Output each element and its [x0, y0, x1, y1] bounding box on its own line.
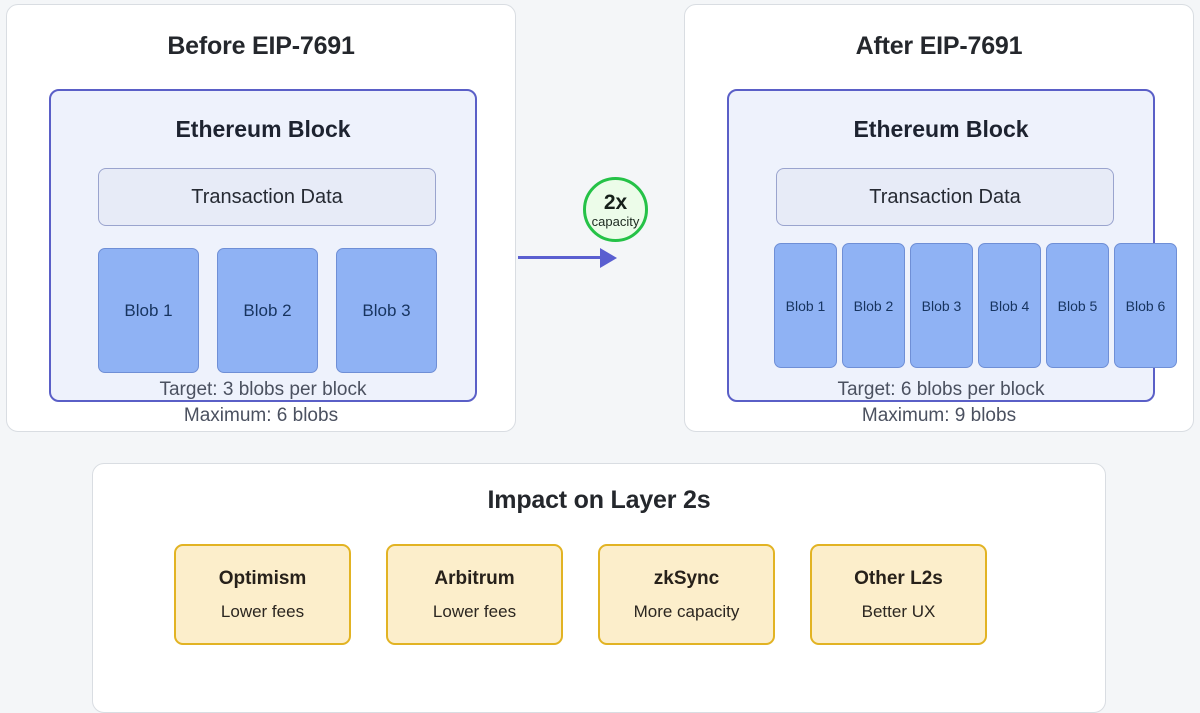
l2-card-optimism[interactable]: Optimism Lower fees: [174, 544, 351, 645]
before-blob-2: Blob 2: [217, 248, 318, 373]
impact-panel: Impact on Layer 2s Optimism Lower fees A…: [92, 463, 1106, 713]
before-blob-3: Blob 3: [336, 248, 437, 373]
after-blob-6: Blob 6: [1114, 243, 1177, 368]
before-ethereum-block-title: Ethereum Block: [175, 116, 351, 142]
after-ethereum-block-title: Ethereum Block: [853, 116, 1029, 142]
after-transaction-data-box: Transaction Data: [776, 168, 1114, 226]
before-target-label: Target: 3 blobs per block: [159, 379, 367, 400]
after-blob-4: Blob 4: [978, 243, 1041, 368]
l2-card-optimism-desc: Lower fees: [220, 601, 305, 621]
after-blob-3: Blob 3: [910, 243, 973, 368]
capacity-badge: 2x capacity: [583, 177, 648, 242]
capacity-badge-caption: capacity: [591, 213, 640, 229]
before-blob-1: Blob 1: [98, 248, 199, 373]
after-target-label: Target: 6 blobs per block: [837, 379, 1045, 400]
l2-card-other-l2s-desc: Better UX: [861, 601, 936, 621]
after-blob-1: Blob 1: [774, 243, 837, 368]
l2-card-arbitrum-name: Arbitrum: [434, 567, 515, 589]
l2-card-zksync-name: zkSync: [653, 567, 720, 589]
l2-card-other-l2s[interactable]: Other L2s Better UX: [810, 544, 987, 645]
after-blob-2: Blob 2: [842, 243, 905, 368]
after-panel: After EIP-7691 Ethereum Block Transactio…: [684, 4, 1194, 432]
capacity-arrow-head: [600, 248, 617, 268]
capacity-arrow-line: [518, 256, 603, 259]
l2-card-arbitrum[interactable]: Arbitrum Lower fees: [386, 544, 563, 645]
impact-panel-title: Impact on Layer 2s: [487, 486, 711, 514]
after-maximum-label: Maximum: 9 blobs: [861, 405, 1017, 426]
l2-card-other-l2s-name: Other L2s: [854, 567, 943, 589]
before-ethereum-block: Ethereum Block Transaction Data Blob 1 B…: [49, 89, 477, 402]
before-maximum-label: Maximum: 6 blobs: [183, 405, 339, 426]
before-panel: Before EIP-7691 Ethereum Block Transacti…: [6, 4, 516, 432]
before-transaction-data-box: Transaction Data: [98, 168, 436, 226]
capacity-badge-value: 2x: [603, 190, 628, 214]
before-panel-title: Before EIP-7691: [167, 32, 355, 60]
l2-card-zksync-desc: More capacity: [633, 601, 740, 621]
l2-card-optimism-name: Optimism: [218, 567, 307, 589]
after-panel-title: After EIP-7691: [855, 32, 1023, 60]
l2-card-zksync[interactable]: zkSync More capacity: [598, 544, 775, 645]
after-blob-5: Blob 5: [1046, 243, 1109, 368]
l2-card-arbitrum-desc: Lower fees: [432, 601, 517, 621]
